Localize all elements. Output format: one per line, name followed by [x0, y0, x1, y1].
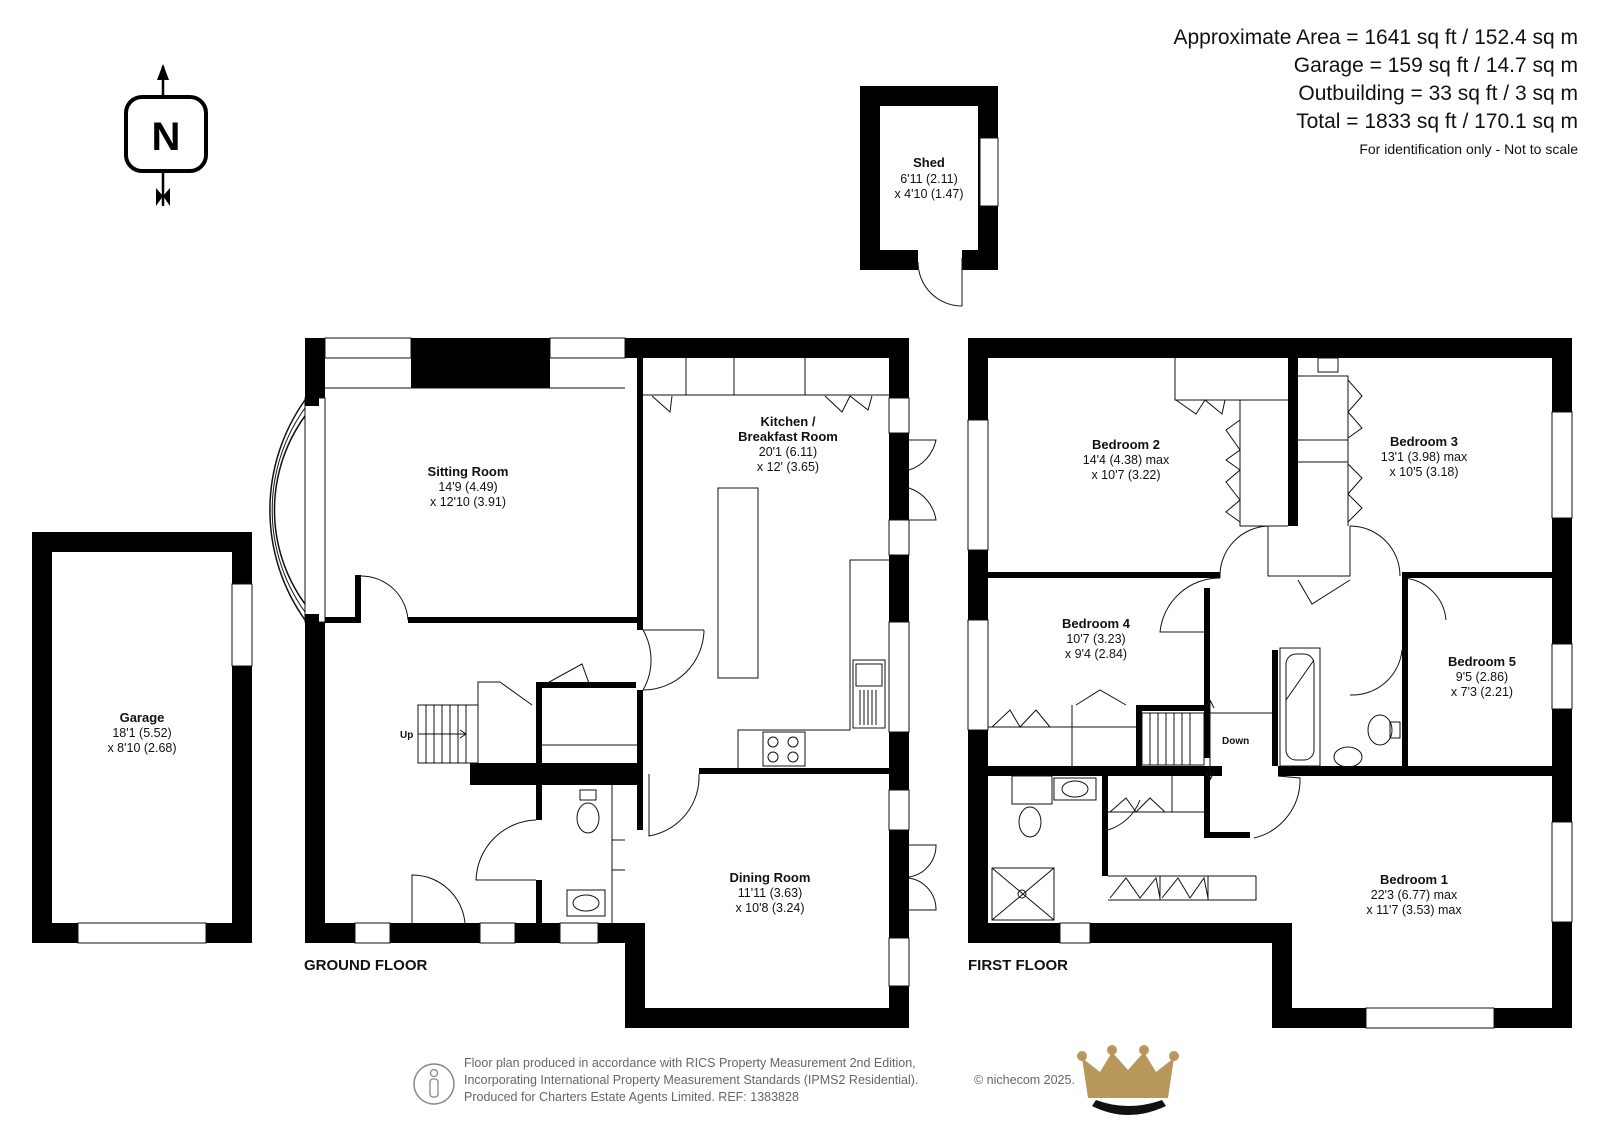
area-outbuilding: Outbuilding = 33 sq ft / 3 sq m [1298, 82, 1578, 105]
north-arrow-icon: N [124, 64, 208, 206]
kitchen-dim-2: x 12' (3.65) [757, 460, 819, 474]
shed-plan: Shed 6'11 (2.11) x 4'10 (1.47) [860, 86, 999, 307]
area-summary: Approximate Area = 1641 sq ft / 152.4 sq… [1174, 26, 1579, 157]
kitchen-name-2: Breakfast Room [738, 429, 838, 444]
garage-plan: Garage 18'1 (5.52) x 8'10 (2.68) [32, 532, 253, 944]
bedroom-2-name: Bedroom 2 [1092, 437, 1160, 452]
shed-dim-1: 6'11 (2.11) [900, 172, 958, 186]
garage-dim-2: x 8'10 (2.68) [107, 741, 176, 755]
bedroom-4-dim-1: 10'7 (3.23) [1066, 632, 1125, 646]
footer-line-2: Incorporating International Property Mea… [464, 1073, 918, 1087]
compass-letter: N [152, 115, 181, 159]
footer-line-1: Floor plan produced in accordance with R… [464, 1056, 916, 1070]
person-icon [413, 1063, 455, 1105]
stairs-down-label: Down [1222, 736, 1249, 747]
dining-room-dim-2: x 10'8 (3.24) [735, 901, 804, 915]
sitting-room-dim-2: x 12'10 (3.91) [430, 495, 506, 509]
garage-dim-1: 18'1 (5.52) [112, 726, 171, 740]
bedroom-1-dim-1: 22'3 (6.77) max [1371, 888, 1458, 902]
area-total: Total = 1833 sq ft / 170.1 sq m [1296, 110, 1578, 133]
footer: Floor plan produced in accordance with R… [413, 1045, 1179, 1115]
bedroom-1-dim-2: x 11'7 (3.53) max [1366, 903, 1462, 917]
shed-name: Shed [913, 155, 945, 170]
garage-name: Garage [120, 710, 165, 725]
sitting-room-dim-1: 14'9 (4.49) [438, 480, 497, 494]
shed-dim-2: x 4'10 (1.47) [894, 187, 963, 201]
first-floor-plan: Down Bedroom 2 14'4 (4.38) max x 10'7 (3… [967, 338, 1573, 1029]
bedroom-3-dim-1: 13'1 (3.98) max [1381, 450, 1468, 464]
bedroom-3-dim-2: x 10'5 (3.18) [1389, 465, 1458, 479]
dining-room-dim-1: 11'11 (3.63) [738, 886, 802, 900]
stairs-up-label: Up [400, 730, 413, 741]
bedroom-4-dim-2: x 9'4 (2.84) [1065, 647, 1127, 661]
area-garage: Garage = 159 sq ft / 14.7 sq m [1294, 54, 1578, 77]
dining-room-name: Dining Room [730, 870, 811, 885]
bedroom-5-dim-1: 9'5 (2.86) [1456, 670, 1508, 684]
bedroom-4-name: Bedroom 4 [1062, 616, 1131, 631]
footer-line-3: Produced for Charters Estate Agents Limi… [464, 1090, 799, 1104]
bedroom-2-dim-2: x 10'7 (3.22) [1091, 468, 1160, 482]
bedroom-5-dim-2: x 7'3 (2.21) [1451, 685, 1513, 699]
ground-floor-plan: Up Sitting Room 14'9 (4.49) x 12'10 (3.9… [269, 337, 937, 1028]
kitchen-name-1: Kitchen / [761, 414, 816, 429]
bedroom-1-name: Bedroom 1 [1380, 872, 1448, 887]
sitting-room-name: Sitting Room [428, 464, 509, 479]
ground-floor-label: GROUND FLOOR [304, 957, 427, 974]
disclaimer: For identification only - Not to scale [1359, 141, 1578, 157]
kitchen-dim-1: 20'1 (6.11) [759, 445, 817, 459]
crown-logo-icon [1077, 1045, 1179, 1115]
footer-copyright: © nichecom 2025. [974, 1073, 1075, 1087]
first-floor-label: FIRST FLOOR [968, 957, 1068, 974]
area-approximate: Approximate Area = 1641 sq ft / 152.4 sq… [1174, 26, 1579, 49]
bedroom-3-name: Bedroom 3 [1390, 434, 1458, 449]
bedroom-2-dim-1: 14'4 (4.38) max [1083, 453, 1170, 467]
bedroom-5-name: Bedroom 5 [1448, 654, 1516, 669]
